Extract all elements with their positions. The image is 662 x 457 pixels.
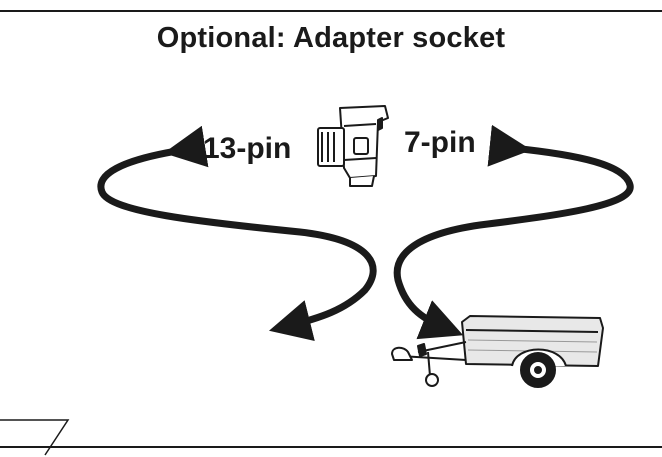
trailer-icon (391, 315, 604, 388)
page-title: Optional: Adapter socket (156, 22, 506, 54)
adapter-socket-icon (317, 105, 389, 187)
bottom-divider (0, 446, 662, 448)
left-curved-arrow (97, 125, 377, 341)
top-divider (0, 10, 662, 12)
right-curved-arrow (393, 124, 634, 340)
sheet-outline (0, 419, 70, 456)
